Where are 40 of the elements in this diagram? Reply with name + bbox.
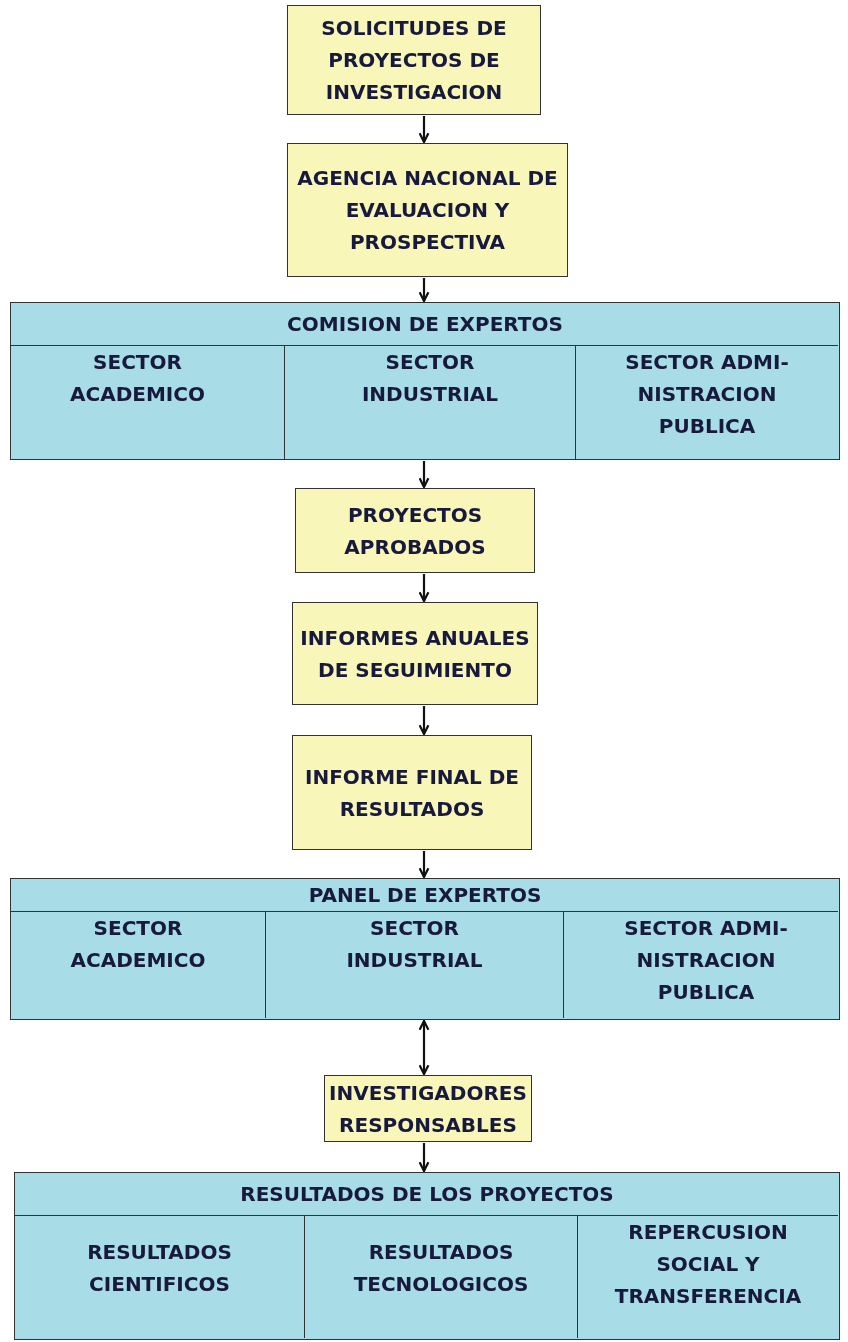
box-label: RESULTADOS CIENTIFICOS: [87, 1240, 232, 1296]
sector-cell: [563, 911, 838, 1018]
group-panel: [14, 1172, 840, 1340]
sector-cell: [304, 1215, 577, 1338]
box-label: SECTOR INDUSTRIAL: [346, 916, 483, 972]
process-box: [287, 5, 541, 115]
process-box: [295, 488, 535, 573]
arrow: [418, 1019, 430, 1076]
box-label: INFORME FINAL DE RESULTADOS: [303, 763, 521, 823]
panel-heading: RESULTADOS DE LOS PROYECTOS: [239, 1181, 615, 1208]
box-label: INFORMES ANUALES DE SEGUIMIENTO: [299, 624, 531, 684]
arrow: [418, 1143, 430, 1173]
arrow: [418, 851, 430, 879]
arrow: [418, 278, 430, 303]
arrow: [418, 116, 430, 144]
process-box: [292, 735, 532, 850]
box-label: SECTOR INDUSTRIAL: [361, 350, 499, 406]
sector-cell: [575, 345, 838, 459]
box-label: RESULTADOS TECNOLOGICOS: [353, 1240, 529, 1296]
box-label: SECTOR ADMI- NISTRACION PUBLICA: [625, 350, 789, 438]
arrow: [418, 574, 430, 603]
process-box: [287, 143, 568, 277]
box-label: SOLICITUDES DE PROYECTOS DE INVESTIGACION: [320, 15, 508, 106]
arrow: [418, 706, 430, 736]
box-label: REPERCUSION SOCIAL Y TRANSFERENCIA: [614, 1220, 802, 1308]
box-label: SECTOR ADMI- NISTRACION PUBLICA: [624, 916, 788, 1004]
arrow: [418, 461, 430, 489]
box-label: AGENCIA NACIONAL DE EVALUACION Y PROSPECTIVA: [296, 165, 559, 256]
panel-heading: COMISION DE EXPERTOS: [286, 311, 564, 338]
group-panel: [10, 302, 840, 460]
box-label: SECTOR ACADEMICO: [70, 350, 205, 406]
sector-cell: [265, 911, 563, 1018]
box-label: SECTOR ACADEMICO: [70, 916, 206, 972]
sector-cell: [577, 1215, 838, 1338]
sector-cell: [284, 345, 575, 459]
box-label: PROYECTOS APROBADOS: [343, 501, 487, 561]
group-panel: [10, 878, 840, 1020]
process-box: [292, 602, 538, 705]
panel-heading: PANEL DE EXPERTOS: [307, 882, 543, 909]
box-label: INVESTIGADORES RESPONSABLES: [328, 1079, 528, 1139]
